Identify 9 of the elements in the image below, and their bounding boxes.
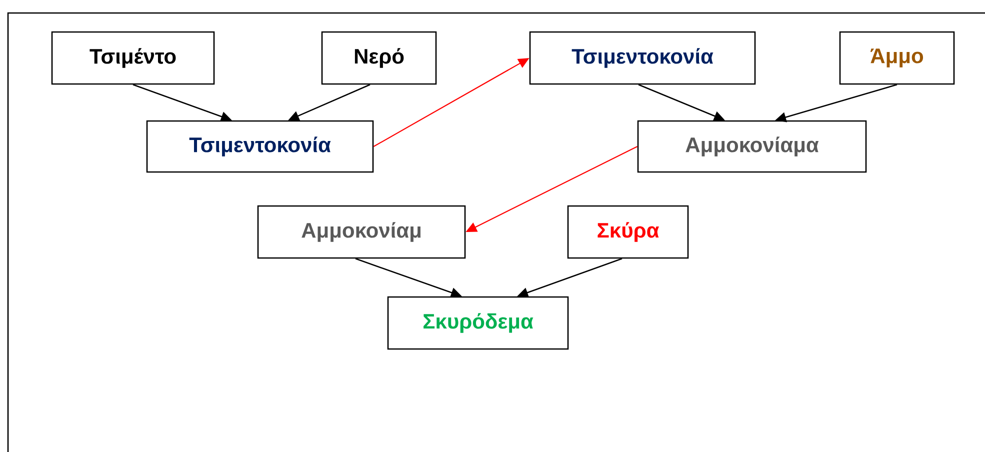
box: Τσιμεντοκονία [529,31,756,85]
box: Τσιμεντοκονία [146,120,374,173]
box: Αμμοκονίαμ [257,205,466,259]
box: Νερό [321,31,437,85]
box: Αμμοκονίαμα [637,120,867,173]
box: Σκυρόδεμα [387,296,569,350]
box: Τσιμέντο [51,31,215,85]
box: Σκύρα [567,205,689,259]
box: Άμμο [839,31,955,85]
